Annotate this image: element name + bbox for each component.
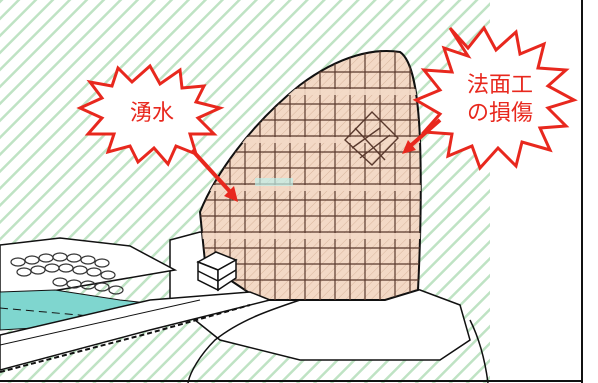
- callout-slope-damage-arrow: [406, 118, 442, 150]
- road-surface: [0, 291, 273, 371]
- damage-zone: [344, 111, 399, 166]
- callout-spring-water: 湧水: [76, 63, 238, 202]
- road-and-channel: [0, 237, 273, 373]
- callout-slope-damage: 法面工 の損傷: [402, 25, 578, 171]
- callout-spring-water-arrow: [190, 148, 236, 198]
- slope-protection-work: [198, 49, 422, 301]
- callout-slope-damage-line1: 法面工: [467, 73, 533, 98]
- terrain-edge-curve: [187, 299, 301, 383]
- callout-spring-water-label: 湧水: [130, 101, 174, 126]
- callout-slope-damage-line2: の損傷: [467, 101, 533, 126]
- seep-marker: [255, 178, 293, 186]
- terrain-edge-curve-2: [469, 319, 489, 383]
- catch-basin: [196, 251, 238, 292]
